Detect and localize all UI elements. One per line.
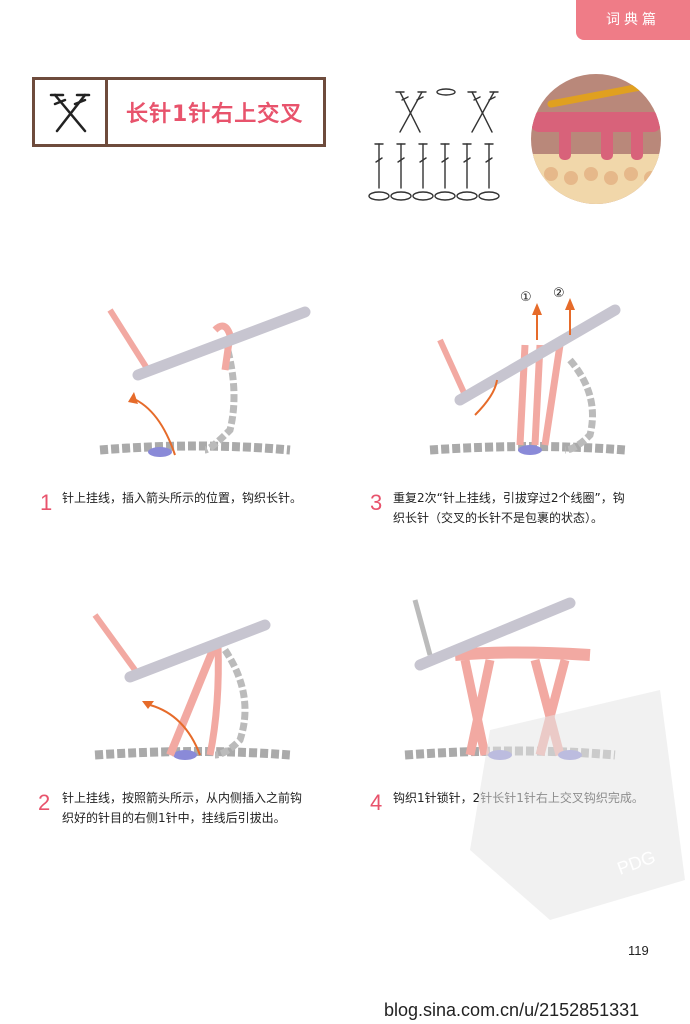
page-number: 119 xyxy=(628,943,649,958)
step-3-marker-2: ② xyxy=(553,286,565,301)
pdg-stamp-watermark: PDG xyxy=(470,690,690,924)
step-2-text: 针上挂线，按照箭头所示，从内侧插入之前钩 织好的针目的右侧1针中，挂线后引拔出。 xyxy=(62,788,302,828)
step-2-illustration xyxy=(90,605,320,779)
step-4-number: 4 xyxy=(370,790,383,815)
section-tab: 词典篇 xyxy=(576,0,690,40)
step-1-illustration xyxy=(90,290,320,474)
crossed-stitch-symbol-icon xyxy=(35,80,108,144)
step-1-line-1: 针上挂线，插入箭头所示的位置，钩织长针。 xyxy=(62,491,303,505)
step-3-line-1: 重复2次“针上挂线，引拔穿过2个线圈”，钩 xyxy=(393,491,625,505)
blog-watermark: blog.sina.com.cn/u/2152851331 xyxy=(384,1000,640,1020)
step-1-text: 针上挂线，插入箭头所示的位置，钩织长针。 xyxy=(62,488,302,508)
stitch-title-box: 长针1针右上交叉 xyxy=(32,77,326,147)
stitch-photo xyxy=(531,74,661,204)
step-3-line-2: 织长针（交叉的长针不是包裹的状态）。 xyxy=(393,511,604,525)
page-title: 长针1针右上交叉 xyxy=(126,102,304,127)
step-3-illustration xyxy=(425,285,650,474)
step-1-number: 1 xyxy=(40,490,53,515)
step-3-number: 3 xyxy=(370,490,383,515)
step-2-line-1: 针上挂线，按照箭头所示，从内侧插入之前钩 xyxy=(62,791,303,805)
step-2-number: 2 xyxy=(38,790,51,815)
step-3-text: 重复2次“针上挂线，引拔穿过2个线圈”，钩 织长针（交叉的长针不是包裹的状态）。 xyxy=(393,488,625,528)
crochet-chart-diagram xyxy=(364,84,514,208)
step-3-marker-1: ① xyxy=(520,290,532,305)
step-2-line-2: 织好的针目的右侧1针中，挂线后引拔出。 xyxy=(62,811,286,825)
